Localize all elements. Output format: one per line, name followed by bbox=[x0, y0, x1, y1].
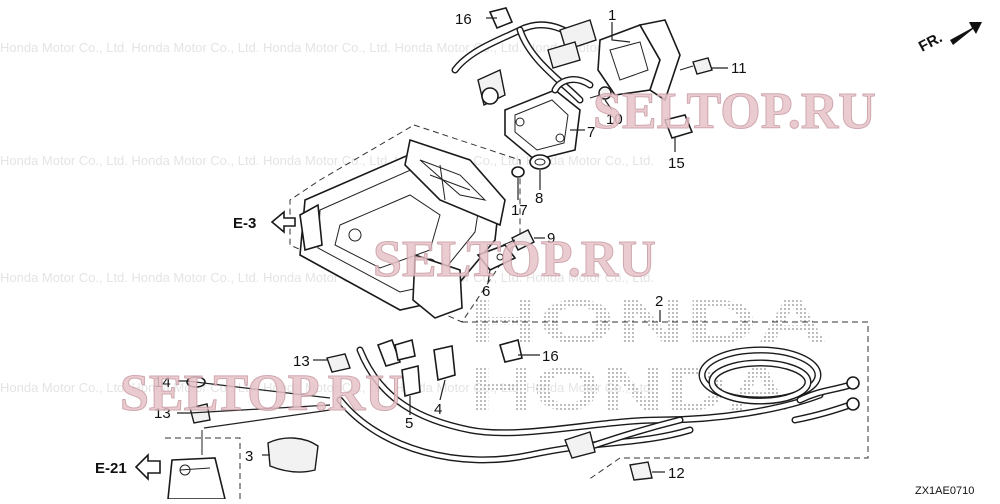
ref-e3[interactable]: E-3 bbox=[233, 210, 296, 234]
part-label-2[interactable]: 2 bbox=[655, 293, 663, 310]
part-label-12[interactable]: 12 bbox=[668, 465, 685, 482]
svg-text:Honda Motor Co., Ltd. Honda: Honda Motor Co., Ltd. Honda Motor Co., L… bbox=[0, 270, 654, 285]
watermarks: SELTOP.RU SELTOP.RU SELTOP.RU bbox=[120, 83, 877, 423]
watermark-top: SELTOP.RU bbox=[593, 83, 876, 140]
harness-group-outline bbox=[462, 321, 869, 481]
terminal-cover-4 bbox=[433, 345, 456, 382]
part-label-16-top[interactable]: 16 bbox=[455, 11, 472, 28]
drawing-code: ZX1AE0710 bbox=[915, 485, 974, 497]
part-label-6[interactable]: 6 bbox=[482, 283, 490, 300]
clip-16-top bbox=[488, 7, 514, 30]
svg-text:Honda Motor Co., Ltd. Honda: Honda Motor Co., Ltd. Honda Motor Co., L… bbox=[0, 153, 654, 168]
watermark-middle: SELTOP.RU bbox=[373, 231, 656, 288]
grommet-8 bbox=[529, 154, 551, 170]
part-label-1[interactable]: 1 bbox=[608, 7, 616, 24]
mount-bracket bbox=[299, 138, 506, 319]
part-label-3[interactable]: 3 bbox=[245, 448, 253, 465]
part-label-10[interactable]: 10 bbox=[606, 111, 623, 128]
main-harness bbox=[336, 338, 860, 464]
svg-text:Honda Motor Co., Ltd. Honda: Honda Motor Co., Ltd. Honda Motor Co., L… bbox=[0, 380, 654, 395]
collar-17 bbox=[511, 166, 525, 178]
stay-6 bbox=[476, 244, 517, 271]
control-module bbox=[504, 76, 594, 161]
nut-13-upper bbox=[326, 353, 351, 373]
upper-wire-assembly bbox=[451, 19, 681, 107]
ref-e21-label[interactable]: E-21 bbox=[95, 460, 127, 477]
part-label-13-lower[interactable]: 13 bbox=[154, 405, 171, 422]
part-labels: 1 2 3 4 5 6 7 8 9 10 11 12 13 13 14 15 1… bbox=[154, 7, 747, 482]
terminal-cover-5 bbox=[401, 364, 421, 398]
part-label-17[interactable]: 17 bbox=[511, 202, 528, 219]
part-label-11[interactable]: 11 bbox=[731, 60, 747, 77]
bolt-10 bbox=[589, 86, 612, 100]
ref-e21[interactable]: E-21 bbox=[95, 453, 161, 481]
background-brand-text: Honda Motor Co., Ltd. Honda Motor Co., L… bbox=[0, 40, 654, 395]
front-direction-indicator: FR. bbox=[916, 22, 982, 56]
part-label-16-lower[interactable]: 16 bbox=[542, 348, 559, 365]
part-label-14[interactable]: 14 bbox=[154, 374, 171, 391]
part-label-5[interactable]: 5 bbox=[405, 415, 413, 432]
watermark-bottom: SELTOP.RU bbox=[120, 365, 403, 422]
fr-label: FR. bbox=[916, 29, 945, 55]
relay-group-outline bbox=[165, 437, 241, 499]
clip-16-lower bbox=[499, 339, 523, 363]
part-label-13-upper[interactable]: 13 bbox=[293, 353, 310, 370]
fr-arrow-icon bbox=[950, 22, 982, 45]
leader-lines bbox=[177, 17, 728, 473]
part-label-9[interactable]: 9 bbox=[547, 230, 555, 247]
part-label-7[interactable]: 7 bbox=[587, 124, 595, 141]
clamp-15 bbox=[663, 114, 694, 139]
part-label-4[interactable]: 4 bbox=[434, 401, 442, 418]
starter-relay bbox=[167, 430, 227, 500]
bolt-11 bbox=[679, 57, 713, 75]
ref-e3-label[interactable]: E-3 bbox=[233, 215, 256, 232]
cable-3 bbox=[267, 437, 319, 473]
part-label-8[interactable]: 8 bbox=[535, 190, 543, 207]
nut-13-lower bbox=[189, 403, 211, 424]
part-label-15[interactable]: 15 bbox=[668, 155, 685, 172]
bolt-12 bbox=[629, 461, 653, 481]
